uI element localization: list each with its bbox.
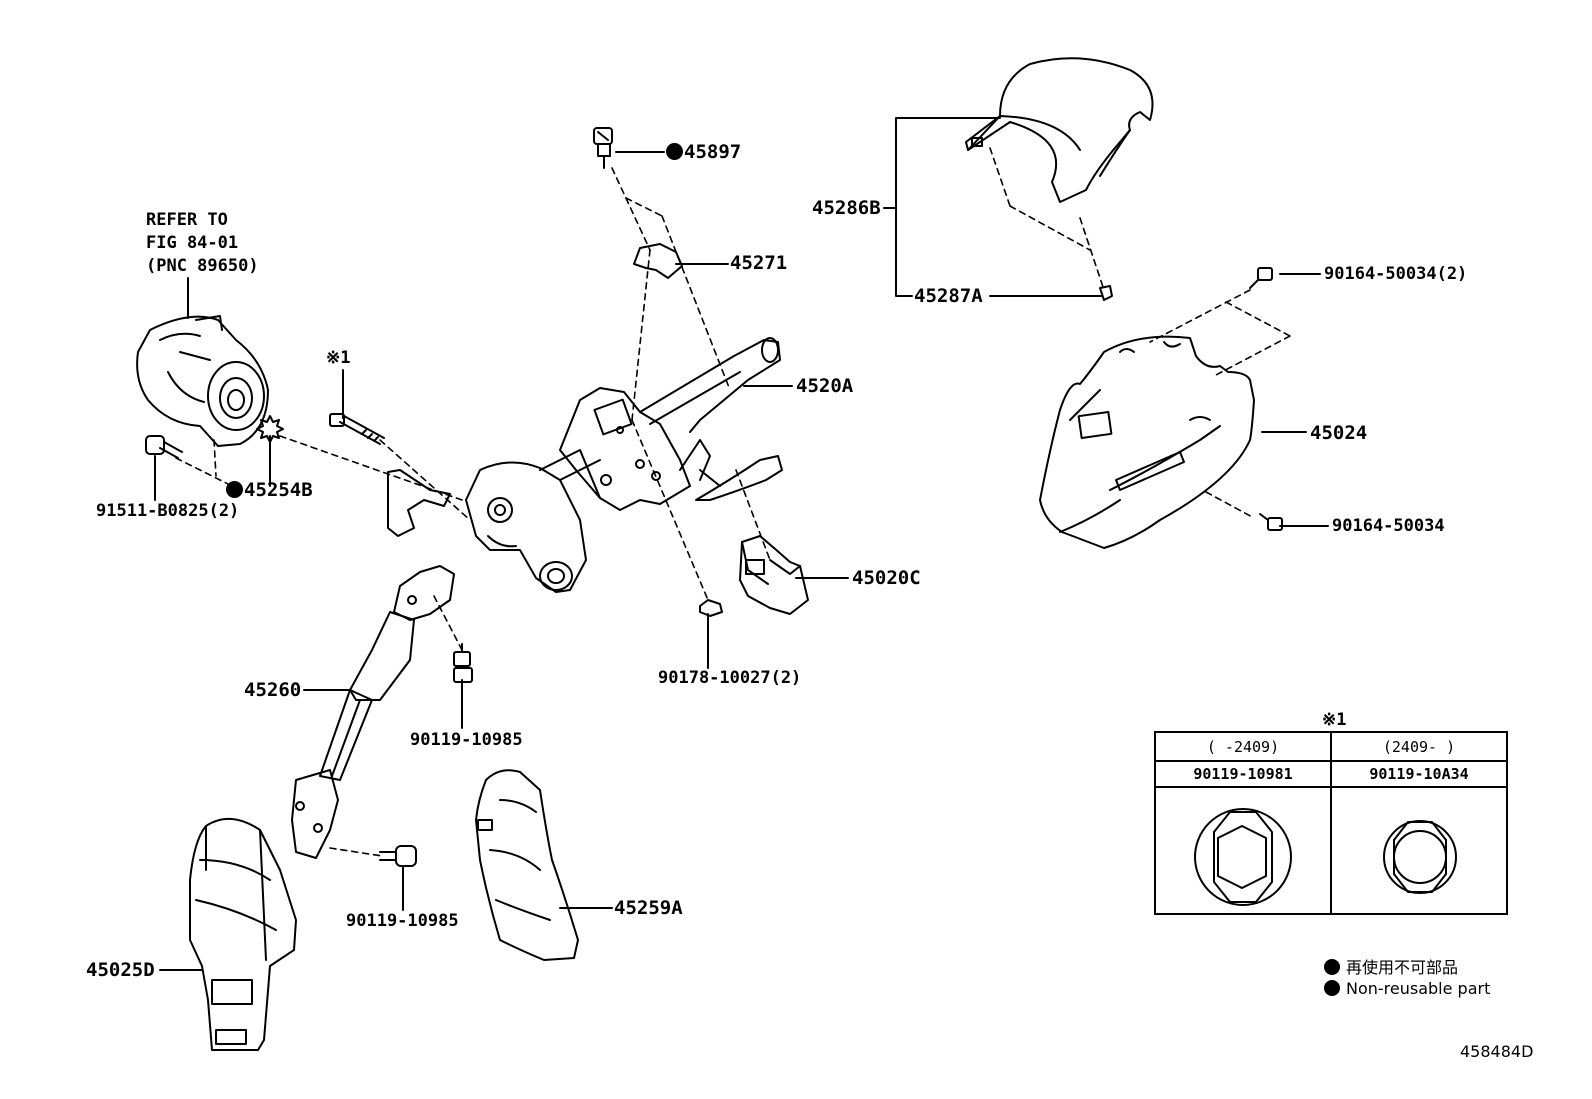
nut-90178-drawing (699, 599, 723, 617)
non-reusable-dot-icon (1324, 980, 1340, 996)
table-range-col1: ( -2409) (1154, 731, 1332, 762)
table-range-col2: (2409- ) (1330, 731, 1508, 762)
part-label-45020C[interactable]: 45020C (852, 567, 921, 589)
legend-jp: 再使用不可部品 (1324, 954, 1458, 978)
non-reusable-dot-icon (1324, 959, 1340, 975)
refer-line-1: REFER TO (146, 210, 228, 230)
column-4520A-drawing (465, 337, 783, 593)
lower-cover-45024-drawing (1039, 335, 1255, 549)
screw-90164-drawings (1249, 267, 1283, 531)
cover-45259A-drawing (475, 769, 579, 961)
note1-reference-table: ( -2409) (2409- ) 90119-10981 90119-10A3… (1154, 731, 1508, 915)
washer-45254B-drawing (256, 415, 284, 443)
clip-45271-drawing (633, 243, 683, 279)
part-label-45286B[interactable]: 45286B (812, 197, 881, 219)
screw-45287A-drawing (1099, 285, 1113, 301)
part-label-45024[interactable]: 45024 (1310, 422, 1368, 444)
refer-line-3: (PNC 89650) (146, 256, 259, 276)
part-label-45259A[interactable]: 45259A (614, 897, 683, 919)
bolt-45897-drawing (593, 127, 613, 169)
leader-lines (154, 117, 1329, 971)
table-note-mark: ※1 (1322, 710, 1347, 730)
table-part-col2[interactable]: 90119-10A34 (1330, 760, 1508, 788)
part-label-45271[interactable]: 45271 (730, 252, 788, 274)
gear-45025D-drawing (189, 818, 297, 1051)
part-label-90119-10985-upper[interactable]: 90119-10985 (410, 730, 523, 750)
figure-id: 458484D (1460, 1042, 1534, 1061)
table-part-col1[interactable]: 90119-10981 (1154, 760, 1332, 788)
bracket-drawing (387, 469, 451, 537)
part-label-45260[interactable]: 45260 (244, 679, 302, 701)
part-label-91511-B0825[interactable]: 91511-B0825(2) (96, 501, 240, 521)
part-label-4520A[interactable]: 4520A (796, 375, 854, 397)
part-label-45254B[interactable]: 45254B (226, 481, 313, 500)
part-label-45287A[interactable]: 45287A (914, 285, 983, 307)
module-45020C-drawing (739, 535, 809, 615)
part-label-90119-10985-lower[interactable]: 90119-10985 (346, 911, 459, 931)
non-reusable-dot-icon (666, 143, 683, 160)
table-symbol-col2 (1330, 786, 1508, 915)
part-label-45025D[interactable]: 45025D (86, 959, 155, 981)
bolt-note1-drawing (329, 413, 385, 445)
shaft-45260-drawing (291, 565, 455, 859)
non-reusable-dot-icon (226, 481, 243, 498)
bolt-90119-a-drawing (453, 643, 473, 683)
legend-en: Non-reusable part (1324, 979, 1490, 998)
upper-cover-45286B-drawing (965, 57, 1154, 203)
bolt-91511-drawing (145, 435, 183, 459)
table-symbol-col1 (1154, 786, 1332, 915)
motor-drawing (136, 315, 269, 447)
part-label-45897[interactable]: 45897 (666, 143, 741, 162)
refer-line-2: FIG 84-01 (146, 233, 239, 253)
nut-90119-b-drawing (379, 845, 417, 867)
part-label-90164-50034-2[interactable]: 90164-50034(2) (1324, 264, 1468, 284)
note1-mark: ※1 (326, 348, 351, 368)
part-label-90178-10027[interactable]: 90178-10027(2) (658, 668, 802, 688)
part-label-90164-50034[interactable]: 90164-50034 (1332, 516, 1445, 536)
